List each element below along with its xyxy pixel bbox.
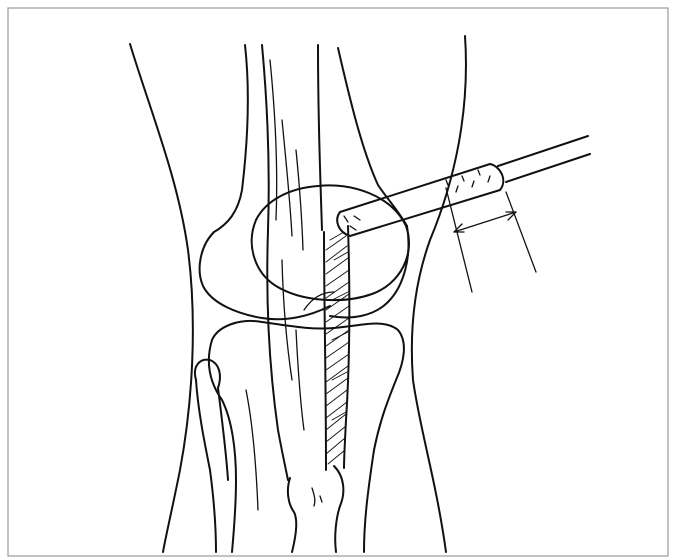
tendon-fibre-4 — [296, 330, 304, 430]
graft-harvester — [337, 136, 590, 236]
fibula-shaft-left — [196, 380, 216, 552]
tibia — [209, 321, 404, 552]
fibula-head — [195, 360, 220, 388]
femur-shaft-left — [214, 45, 248, 232]
femur-condyle-medial — [330, 226, 408, 317]
patellar-tendon — [262, 45, 322, 480]
tibia-inner-line — [246, 390, 258, 510]
tendon-left-edge — [262, 45, 288, 480]
harvester-end-cap — [490, 164, 503, 190]
tendon-fibre-1 — [282, 120, 292, 236]
skin-outline-right — [412, 36, 466, 552]
tibia-left-edge — [209, 340, 236, 552]
dimension-line — [454, 212, 516, 232]
harvester-shaft-upper — [498, 136, 588, 166]
figure-frame — [8, 8, 668, 556]
harvester-tube-lower — [350, 190, 500, 236]
femur — [200, 45, 409, 319]
femur-shaft-right — [338, 48, 407, 226]
skin-contour — [130, 36, 466, 552]
skin-outline-left — [130, 44, 193, 552]
tibial-tuberosity — [288, 466, 343, 552]
strip-left-edge — [324, 232, 326, 470]
harvester-tube-upper — [340, 164, 490, 212]
graft-length-dimension — [446, 188, 536, 292]
tendon-left-inner — [270, 60, 277, 220]
tibia-right-edge — [364, 380, 396, 552]
tendon-right-edge — [318, 45, 322, 230]
strip-right-edge — [344, 226, 349, 468]
tendon-fibre-2 — [296, 150, 303, 250]
fibula — [195, 360, 228, 552]
excised-tendon-strip — [324, 226, 349, 470]
tuberosity-marks — [312, 488, 322, 506]
dimension-extension-right — [506, 192, 536, 272]
tibia-plateau — [212, 321, 404, 380]
